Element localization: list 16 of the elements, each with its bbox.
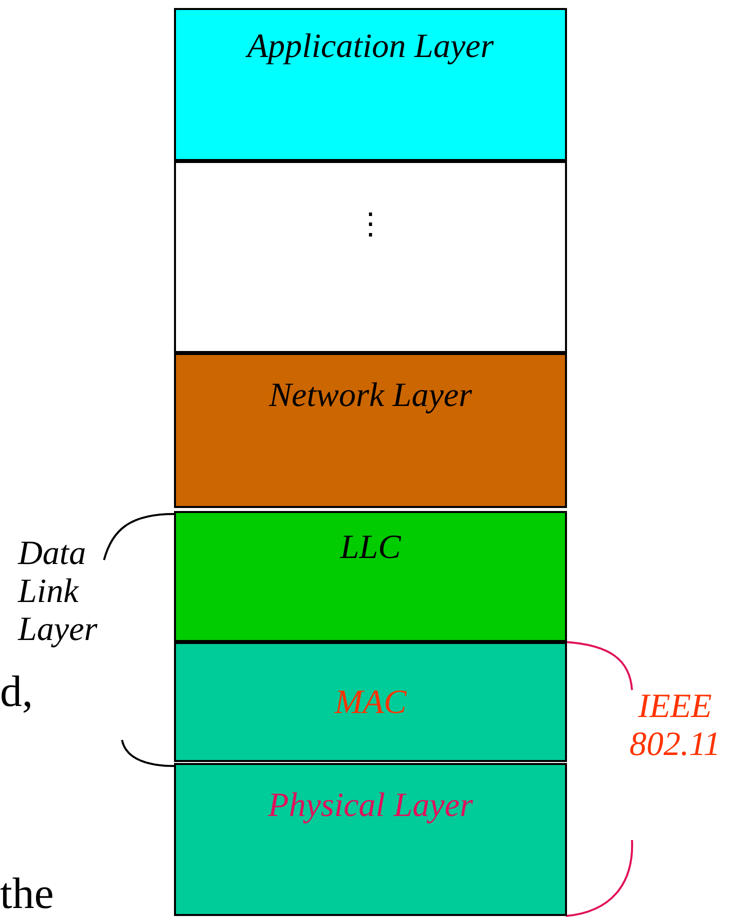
cut-off-text: d, (0, 668, 34, 716)
cut-off-text: the (0, 870, 55, 918)
mac-box (174, 642, 567, 762)
network-layer-box (174, 353, 567, 508)
ellipsis-text: ⋮ (354, 213, 386, 237)
layer-name: Application Layer (244, 28, 495, 66)
llc-box (174, 511, 567, 642)
layer-name: Physical Layer (266, 787, 474, 825)
layer-name: Network Layer (268, 377, 474, 415)
layer-box (174, 161, 567, 353)
physical-layer-box (174, 763, 567, 916)
layer-name: MAC (333, 684, 408, 722)
layer-name: LLC (338, 529, 402, 567)
bracket-label: IEEE 802.11 (628, 688, 722, 764)
bracket-label: Data Link Layer (18, 535, 98, 649)
application-layer-box (174, 8, 567, 161)
